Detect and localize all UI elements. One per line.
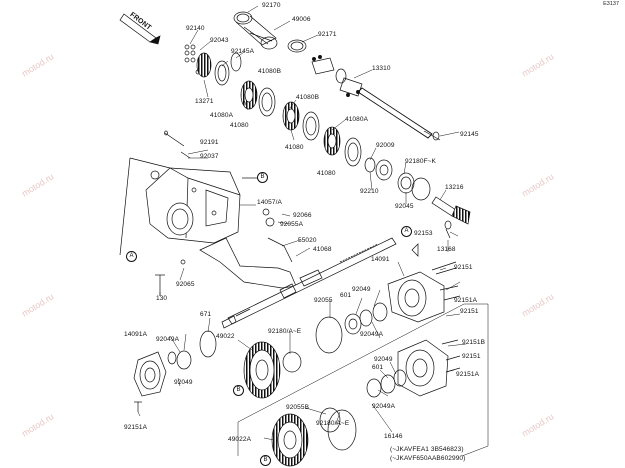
- part-label: 92180F~K: [405, 158, 436, 165]
- part-label: 92055: [314, 297, 333, 304]
- part-label: 92180/A~E: [268, 328, 302, 335]
- ring-gear-lower: [271, 407, 341, 467]
- part-label: 92180/A~E: [316, 420, 350, 427]
- axle-bearing-set: [315, 302, 388, 354]
- part-label: 49006: [292, 16, 311, 23]
- part-label: 41080: [317, 170, 336, 177]
- part-label: 41080A: [345, 116, 369, 123]
- drawing-code: E3137: [603, 1, 619, 7]
- pinion-gear: [431, 196, 471, 239]
- propeller-shaft: [311, 55, 441, 141]
- part-label: 92037: [200, 153, 219, 160]
- part-label: 92049A: [372, 403, 396, 410]
- part-label: 92049: [374, 356, 393, 363]
- part-label: 92049: [352, 286, 371, 293]
- part-label: 14057/A: [257, 199, 282, 206]
- part-label: 92066: [293, 212, 312, 219]
- part-label: 92151: [462, 353, 481, 360]
- part-label: 92140: [186, 25, 205, 32]
- part-label: 92055A: [280, 221, 304, 228]
- part-label: 41080: [230, 122, 249, 129]
- callout-b: B: [260, 455, 271, 466]
- part-label: 49022A: [228, 436, 252, 443]
- part-label: 13216: [445, 184, 464, 191]
- final-gear-case: [119, 157, 258, 256]
- part-label: 92191: [200, 139, 219, 146]
- hub-cover-upper: [387, 243, 461, 323]
- part-label: 92153: [414, 230, 433, 237]
- callout-a: A: [401, 226, 412, 237]
- skid-bracket: [199, 208, 297, 289]
- part-label: 92151: [454, 264, 473, 271]
- part-label: 601: [340, 292, 352, 299]
- part-label: 92210: [360, 188, 379, 195]
- part-label: 92145: [460, 131, 479, 138]
- model-range-1: (~JKAVFEA1 3B546823): [390, 446, 464, 453]
- clutch-plates: [196, 52, 362, 167]
- part-label: 92009: [376, 142, 395, 149]
- part-label: 41080B: [296, 94, 320, 101]
- part-label: 16146: [384, 433, 403, 440]
- callout-b: B: [233, 385, 244, 396]
- part-label: 92065: [176, 281, 195, 288]
- part-label: 41080A: [210, 112, 234, 119]
- front-arrow-icon: [119, 13, 161, 45]
- part-label: 92151A: [456, 371, 480, 378]
- left-hub: [133, 350, 192, 412]
- part-label: 92170: [262, 2, 281, 9]
- boot-assembly: [233, 11, 307, 53]
- part-label: 14091: [371, 256, 390, 263]
- part-label: 13168: [437, 246, 456, 253]
- part-label: 41080: [285, 144, 304, 151]
- callout-a: A: [126, 251, 137, 262]
- part-label: 92171: [318, 31, 337, 38]
- part-label: 601: [372, 364, 384, 371]
- part-label: 14091A: [124, 331, 148, 338]
- part-label: 49022: [216, 333, 235, 340]
- part-label: 92151: [460, 308, 479, 315]
- hub-cover-lower: [366, 339, 461, 398]
- part-label: 92151B: [462, 339, 486, 346]
- part-label: 92045: [395, 203, 414, 210]
- part-label: 92151A: [454, 297, 478, 304]
- part-label: 92049A: [360, 331, 384, 338]
- part-label: 671: [200, 311, 212, 318]
- part-label: 92049: [174, 379, 193, 386]
- part-label: 92151A: [124, 424, 148, 431]
- axle-shaft: [221, 237, 397, 329]
- variant-bracket: [237, 303, 489, 457]
- callout-b: B: [257, 172, 268, 183]
- part-label: 13310: [372, 65, 391, 72]
- part-label: 41080B: [258, 68, 282, 75]
- part-label: 92043: [210, 37, 229, 44]
- part-label: 92145A: [231, 48, 255, 55]
- part-label: 130: [156, 295, 168, 302]
- part-label: 55020: [298, 237, 317, 244]
- model-range-2: (~JKAVF650AAB602990): [390, 455, 466, 462]
- part-label: 92055B: [286, 404, 310, 411]
- part-label: 92049A: [156, 336, 180, 343]
- part-label: 41068: [313, 246, 332, 253]
- ring-gear-upper: [243, 341, 302, 399]
- pins: [155, 130, 191, 296]
- part-label: 13271: [195, 98, 214, 105]
- leader-lines: [137, 5, 467, 441]
- seals-and-bearings: [364, 157, 431, 201]
